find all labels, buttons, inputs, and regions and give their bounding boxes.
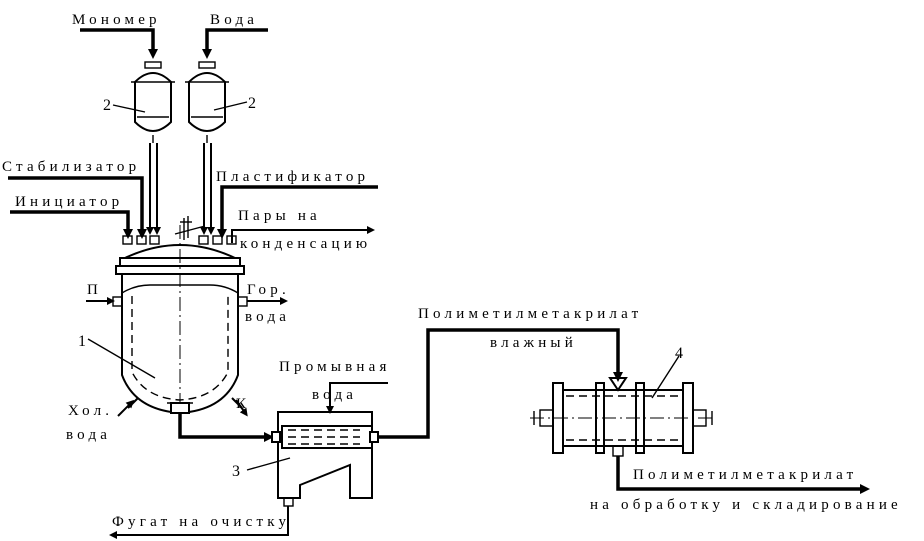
label-wash-water-line1: Промывная bbox=[279, 359, 391, 375]
label-wash-water-line2: вода bbox=[312, 387, 357, 403]
label-stabilizer: Стабилизатор bbox=[2, 159, 140, 175]
tank-right bbox=[185, 61, 229, 143]
number-tank-right: 2 bbox=[248, 95, 256, 112]
water-feed-line bbox=[202, 28, 268, 59]
label-hot-water-line2: вода bbox=[245, 309, 290, 325]
label-steam: П bbox=[87, 282, 102, 298]
reactor bbox=[112, 225, 248, 415]
label-filtrate: Фугат на очистку bbox=[112, 514, 290, 530]
number-reactor: 1 bbox=[78, 333, 86, 350]
monomer-feed-line bbox=[80, 28, 158, 59]
dryer bbox=[530, 377, 713, 457]
label-pmma-out-line2: на обработку и складирование bbox=[590, 497, 902, 513]
number-tank-left: 2 bbox=[103, 97, 111, 114]
label-plasticizer: Пластификатор bbox=[216, 169, 369, 185]
label-monomer: Мономер bbox=[72, 12, 161, 28]
label-cold-water-line1: Хол. bbox=[68, 403, 113, 419]
label-vapors-line2: конденсацию bbox=[240, 236, 371, 252]
label-pmma-wet-line2: влажный bbox=[490, 335, 577, 351]
label-cold-water-line2: вода bbox=[66, 427, 111, 443]
label-vapors-line1: Пары на bbox=[238, 208, 321, 224]
label-condensate: К bbox=[236, 396, 250, 412]
label-hot-water-line1: Гор. bbox=[247, 282, 290, 298]
number-dryer: 4 bbox=[675, 345, 683, 362]
tank-left bbox=[131, 61, 175, 143]
label-initiator: Инициатор bbox=[15, 194, 123, 210]
label-pmma-out-line1: Полиметилметакрилат bbox=[633, 467, 857, 483]
label-pmma-wet-line1: Полиметилметакрилат bbox=[418, 306, 642, 322]
label-water: Вода bbox=[210, 12, 258, 28]
number-centrifuge: 3 bbox=[232, 463, 240, 480]
